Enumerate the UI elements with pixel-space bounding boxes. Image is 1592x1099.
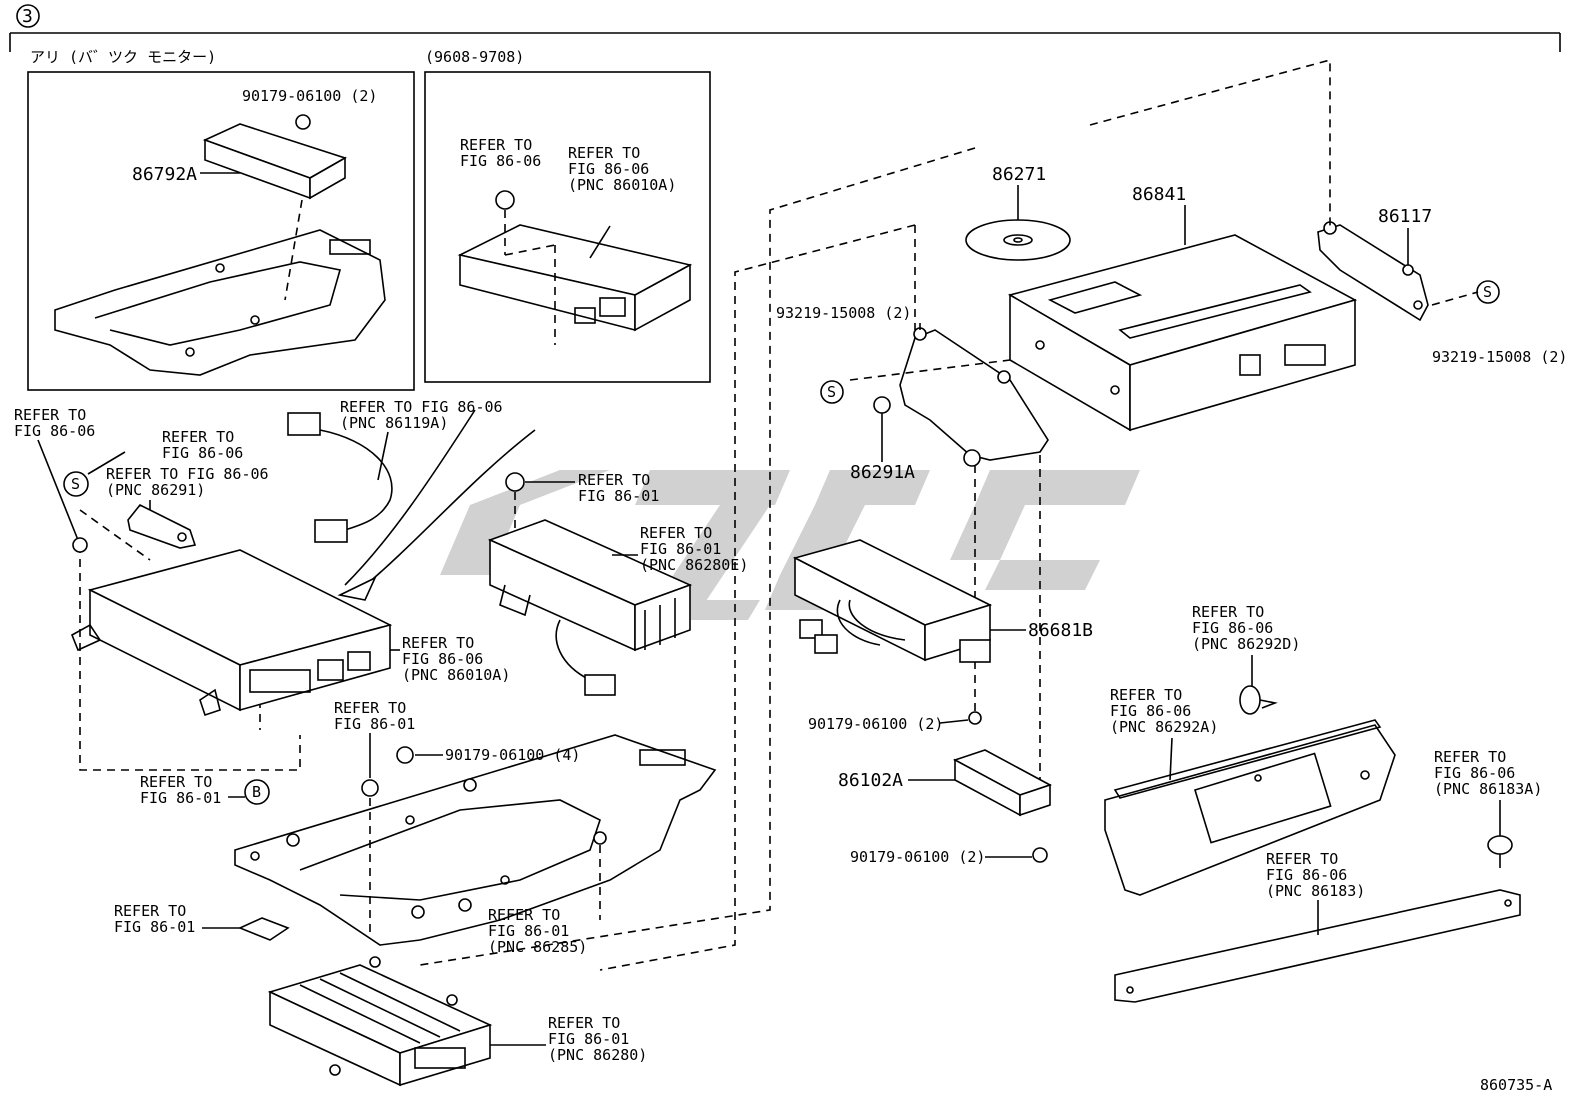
refer-86183A-c: (PNC 86183A) <box>1434 780 1542 798</box>
inset-b-refer-2: REFER TO <box>568 144 640 162</box>
guide-lines <box>79 58 1331 971</box>
bracket-86117 <box>1317 221 1429 322</box>
refer-left-3a: REFER TO FIG 86-06 <box>106 465 269 483</box>
symbol-s-leftside-text: S <box>71 475 80 493</box>
refer-86119A-b: (PNC 86119A) <box>340 414 448 432</box>
module-86681B <box>792 539 993 663</box>
inset-a-title: アリ (バ゛ツク モニター) <box>30 48 216 66</box>
label-90179-06100-mid: 90179-06100 (2) <box>808 715 943 733</box>
refer-86280E-b: FIG 86-01 <box>640 540 721 558</box>
amplifier-86280E <box>487 472 693 696</box>
label-86102A: 86102A <box>838 770 903 791</box>
clip-86292D <box>1239 685 1278 715</box>
refer-86285-b: FIG 86-01 <box>488 922 569 940</box>
refer-86010A-b: FIG 86-06 <box>402 650 483 668</box>
refer-lowleft-b: FIG 86-01 <box>114 918 195 936</box>
refer-86010A-a: REFER TO <box>402 634 474 652</box>
refer-86119A-a: REFER TO FIG 86-06 <box>340 398 503 416</box>
refer-86292D-b: FIG 86-06 <box>1192 619 1273 637</box>
refer-86183-c: (PNC 86183) <box>1266 882 1365 900</box>
nut-icon <box>361 779 379 797</box>
symbol-b <box>244 779 270 805</box>
inset-a-box <box>27 71 415 391</box>
inset-b-refer-1: REFER TO <box>460 136 532 154</box>
refer-86183-b: FIG 86-06 <box>1266 866 1347 884</box>
refer-left-2a: REFER TO <box>162 428 234 446</box>
refer-86010A-c: (PNC 86010A) <box>402 666 510 684</box>
refer-86292D-c: (PNC 86292D) <box>1192 635 1300 653</box>
disc-86271 <box>965 219 1071 261</box>
symbol-s-right-text: S <box>1483 283 1492 301</box>
arrow-indicator <box>337 409 536 601</box>
amplifier-86280 <box>267 956 493 1087</box>
frame <box>9 4 1561 52</box>
refer-86285-c: (PNC 86285) <box>488 938 587 956</box>
label-86271: 86271 <box>992 164 1046 185</box>
refer-86280-a: REFER TO <box>548 1014 620 1032</box>
refer-86280-b: FIG 86-01 <box>548 1030 629 1048</box>
refer-86183A-a: REFER TO <box>1434 748 1506 766</box>
inset-b-title: (9608-9708) <box>425 48 524 66</box>
refer-86292A-c: (PNC 86292A) <box>1110 718 1218 736</box>
clip-icon <box>237 917 290 941</box>
symbol-s-left <box>820 380 844 404</box>
nav-unit-86841 <box>1007 234 1358 432</box>
refer-lowleft-a: REFER TO <box>114 902 186 920</box>
label-86681B: 86681B <box>1028 620 1093 641</box>
refer-left-1b: FIG 86-06 <box>14 422 95 440</box>
refer-B-b: FIG 86-01 <box>140 789 221 807</box>
nut-icon <box>396 746 414 764</box>
bracket-86291 <box>72 503 197 553</box>
tray-86285 <box>234 734 717 946</box>
refer-86183A-b: FIG 86-06 <box>1434 764 1515 782</box>
symbol-s-left-text: S <box>827 383 836 401</box>
clip-86183A <box>1487 835 1513 868</box>
label-90179-06100-top: 90179-06100 (2) <box>242 87 377 105</box>
refer-86183-a: REFER TO <box>1266 850 1338 868</box>
label-93219-15008-left: 93219-15008 (2) <box>776 304 911 322</box>
inset-a-drawing <box>54 114 386 376</box>
label-86117: 86117 <box>1378 206 1432 227</box>
module-86102A <box>952 711 1053 863</box>
label-86291A: 86291A <box>850 462 915 483</box>
label-90179-06100-4: 90179-06100 (4) <box>445 746 580 764</box>
refer-left-3b: (PNC 86291) <box>106 481 205 499</box>
label-86841: 86841 <box>1132 184 1186 205</box>
inset-b-drawing <box>457 190 693 345</box>
refer-86285-a: REFER TO <box>488 906 560 924</box>
refer-86292D-a: REFER TO <box>1192 603 1264 621</box>
refer-left-1a: REFER TO <box>14 406 86 424</box>
refer-fig8601-top-b: FIG 86-01 <box>578 487 659 505</box>
symbol-b-text: B <box>252 783 261 801</box>
refer-86280E-a: REFER TO <box>640 524 712 542</box>
refer-fig8601-top-a: REFER TO <box>578 471 650 489</box>
inset-b-box <box>424 71 711 383</box>
cable-86119A <box>287 412 393 543</box>
figure-id: 860735-A <box>1480 1076 1552 1094</box>
label-86792A: 86792A <box>132 164 197 185</box>
section-marker: 3 <box>22 6 33 27</box>
label-90179-06100-low: 90179-06100 (2) <box>850 848 985 866</box>
refer-mid-8601-b: FIG 86-01 <box>334 715 415 733</box>
refer-86280E-c: (PNC 86280E) <box>640 556 748 574</box>
panel-86292A <box>1104 719 1396 896</box>
refer-86280-c: (PNC 86280) <box>548 1046 647 1064</box>
label-93219-15008-right: 93219-15008 (2) <box>1432 348 1567 366</box>
inset-b-refer-2c: (PNC 86010A) <box>568 176 676 194</box>
plate-86183 <box>1114 889 1521 1003</box>
refer-86292A-b: FIG 86-06 <box>1110 702 1191 720</box>
module-86010A <box>70 549 393 717</box>
refer-86292A-a: REFER TO <box>1110 686 1182 704</box>
bracket-86291A <box>873 327 1049 467</box>
refer-left-2b: FIG 86-06 <box>162 444 243 462</box>
refer-B-a: REFER TO <box>140 773 212 791</box>
refer-mid-8601-a: REFER TO <box>334 699 406 717</box>
inset-b-refer-1b: FIG 86-06 <box>460 152 541 170</box>
inset-b-refer-2b: FIG 86-06 <box>568 160 649 178</box>
symbol-s-leftside <box>63 471 89 497</box>
